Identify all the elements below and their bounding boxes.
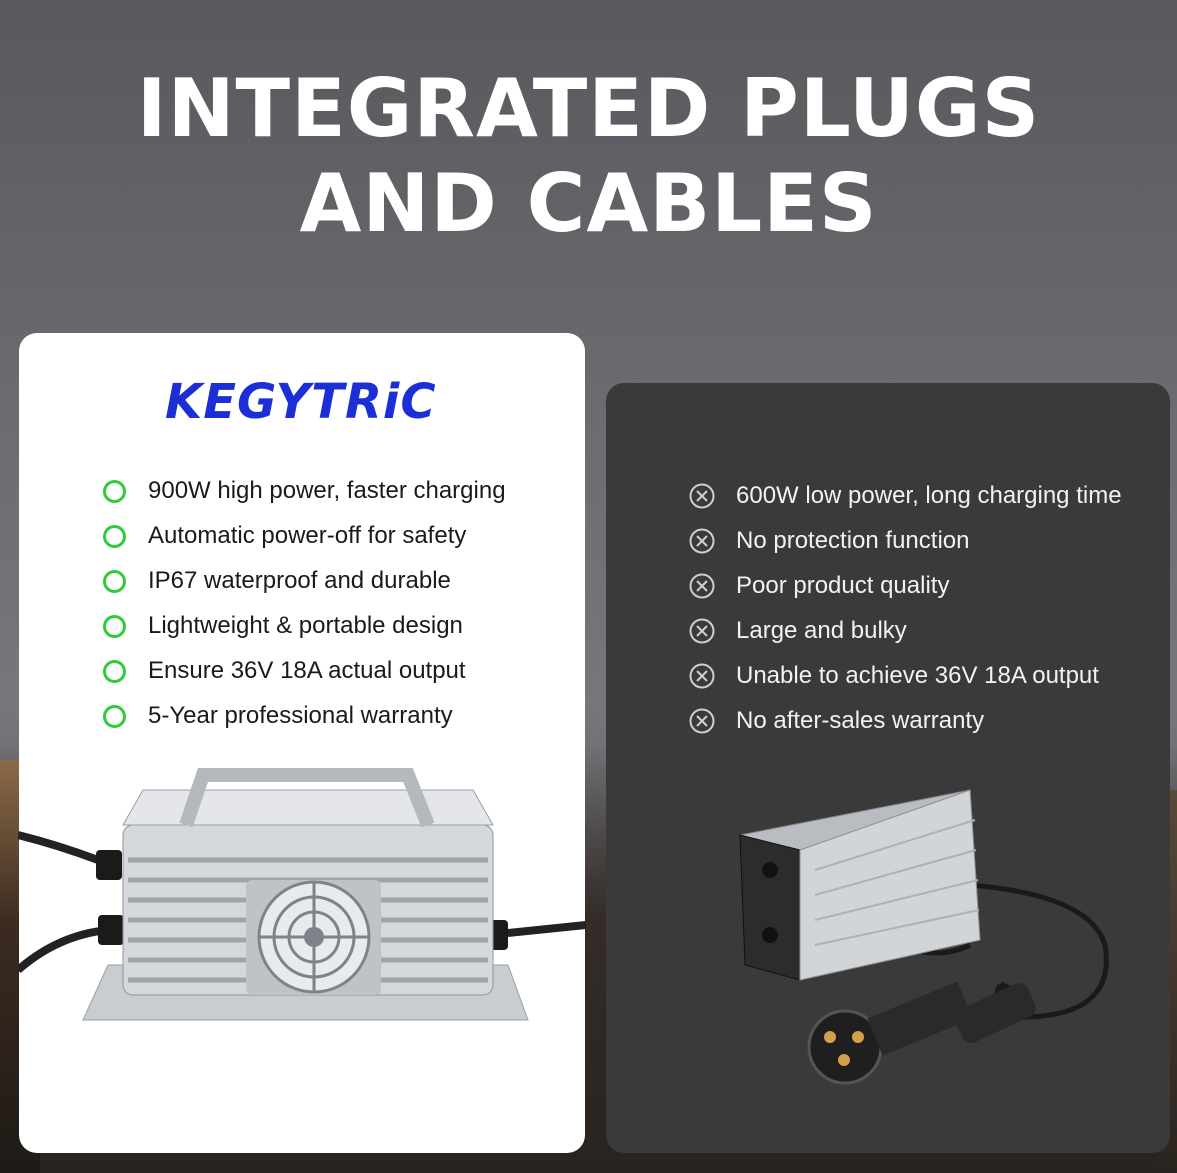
check-ring-icon (103, 524, 126, 548)
con-feature-label: 600W low power, long charging time (736, 482, 1122, 509)
circle-x-icon (689, 663, 715, 689)
brand-logo: KEGYTRiC (165, 374, 437, 430)
pro-feature-label: Automatic power-off for safety (148, 522, 467, 549)
pro-feature-item: 900W high power, faster charging (103, 474, 506, 508)
pro-feature-label: Lightweight & portable design (148, 612, 463, 639)
pro-feature-label: IP67 waterproof and durable (148, 567, 451, 594)
pro-feature-label: 5-Year professional warranty (148, 702, 453, 729)
pro-feature-item: 5-Year professional warranty (103, 699, 453, 733)
check-ring-icon (103, 704, 126, 728)
con-feature-item: 600W low power, long charging time (688, 479, 1122, 513)
pro-feature-item: Ensure 36V 18A actual output (103, 654, 466, 688)
circle-x-icon (689, 528, 715, 554)
kegytric-charger-image (18, 768, 586, 1021)
check-ring-icon (103, 479, 126, 503)
circle-x-icon (689, 483, 715, 509)
con-feature-item: Poor product quality (688, 569, 949, 603)
competitor-charger-image (739, 789, 1109, 1085)
con-feature-label: Large and bulky (736, 617, 907, 644)
circle-x-icon (689, 618, 715, 644)
con-feature-item: Unable to achieve 36V 18A output (688, 659, 1099, 693)
check-ring-icon (103, 659, 126, 683)
con-feature-item: No protection function (688, 524, 969, 558)
con-feature-item: No after-sales warranty (688, 704, 984, 738)
con-feature-label: No protection function (736, 527, 970, 554)
circle-x-icon (689, 708, 715, 734)
con-feature-label: Unable to achieve 36V 18A output (736, 662, 1099, 689)
pro-feature-label: Ensure 36V 18A actual output (148, 657, 466, 684)
headline-line-2: AND CABLES (299, 157, 878, 250)
pro-feature-label: 900W high power, faster charging (148, 477, 506, 504)
check-ring-icon (103, 569, 126, 593)
circle-x-icon (689, 573, 715, 599)
pro-feature-item: Automatic power-off for safety (103, 519, 466, 553)
pro-feature-item: IP67 waterproof and durable (103, 564, 451, 598)
con-feature-label: No after-sales warranty (736, 707, 985, 734)
con-feature-label: Poor product quality (736, 572, 950, 599)
pro-feature-item: Lightweight & portable design (103, 609, 463, 643)
check-ring-icon (103, 614, 126, 638)
con-feature-item: Large and bulky (688, 614, 907, 648)
headline-line-1: INTEGRATED PLUGS (136, 62, 1041, 155)
